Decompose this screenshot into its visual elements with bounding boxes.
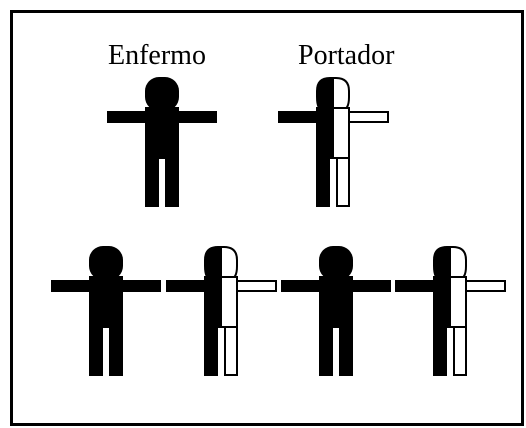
affected-person-icon — [281, 246, 391, 376]
carrier-person-icon — [278, 77, 389, 207]
label-carrier: Portador — [298, 40, 395, 71]
figures-group — [51, 77, 506, 376]
label-affected: Enfermo — [108, 40, 206, 71]
affected-person-icon — [107, 77, 217, 207]
carrier-person-icon — [166, 246, 277, 376]
carrier-person-icon — [395, 246, 506, 376]
affected-person-icon — [51, 246, 161, 376]
